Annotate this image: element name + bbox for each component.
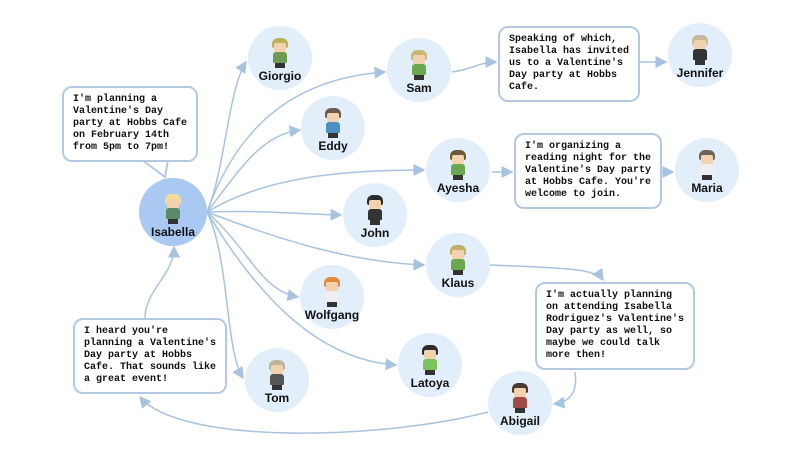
node-name: Abigail [499,414,540,428]
edge-isabella-john [206,208,343,221]
node-name: Maria [691,181,723,195]
edge-isabella-latoya [206,211,398,371]
node-name: Isabella [150,225,196,239]
node-name: Tom [264,391,290,405]
node-tom[interactable]: Tom [245,348,309,412]
node-name: Latoya [410,376,450,390]
node-ayesha[interactable]: Ayesha [426,138,490,202]
node-eddy[interactable]: Eddy [301,96,365,160]
edge-isabella-wolfgang [206,211,300,301]
node-name: Eddy [318,139,348,153]
node-jennifer[interactable]: Jennifer [668,23,732,87]
edge-bubble-abigail [552,371,577,409]
edge-sam-bubble [451,56,498,73]
edge-isabella-eddy [206,125,302,213]
node-giorgio[interactable]: Giorgio [248,26,312,90]
avatar-icon [266,360,288,390]
avatar-icon [408,50,430,80]
avatar-icon [321,277,343,307]
avatar-icon [162,194,184,224]
speech-bubble-ayesha-to-maria: I'm organizing a reading night for the V… [514,133,663,209]
node-name: Giorgio [258,69,302,83]
node-maria[interactable]: Maria [675,138,739,202]
avatar-icon [447,245,469,275]
node-name: Ayesha [436,181,480,195]
node-latoya[interactable]: Latoya [398,333,462,397]
speech-bubble-sam-to-jennifer: Speaking of which, Isabella has invited … [498,26,641,102]
node-sam[interactable]: Sam [387,38,451,102]
edge-isabella-tom [206,211,244,380]
avatar-icon [696,150,718,180]
avatar-icon [509,383,531,413]
edge-bubble-isabella [144,245,180,319]
avatar-icon [269,38,291,68]
speech-bubble-klaus-to-abigail: I'm actually planning on attending Isabe… [535,282,696,370]
avatar-icon [447,150,469,180]
edge-isabella-klaus [206,211,426,271]
edge-isabella-sam [206,66,387,213]
edge-isabella-giorgio [206,60,247,213]
node-name: Wolfgang [304,308,360,322]
node-name: John [360,226,390,240]
edge-abigail-bubble [139,395,489,434]
avatar-icon [689,35,711,65]
avatar-icon [419,345,441,375]
edge-klaus-bubble [489,264,604,282]
speech-bubble-isabella: I'm planning a Valentine's Day party at … [62,86,199,162]
node-klaus[interactable]: Klaus [426,233,490,297]
node-abigail[interactable]: Abigail [488,371,552,435]
node-isabella[interactable]: Isabella [139,178,207,246]
node-john[interactable]: John [343,183,407,247]
edge-isabella-ayesha [206,164,426,213]
avatar-icon [364,195,386,225]
node-name: Klaus [441,276,475,290]
node-wolfgang[interactable]: Wolfgang [300,265,364,329]
node-name: Sam [406,81,432,95]
speech-bubble-abigail-to-isabella: I heard you're planning a Valentine's Da… [73,318,228,394]
bubble-tail [141,159,169,179]
avatar-icon [322,108,344,138]
node-name: Jennifer [676,66,724,80]
